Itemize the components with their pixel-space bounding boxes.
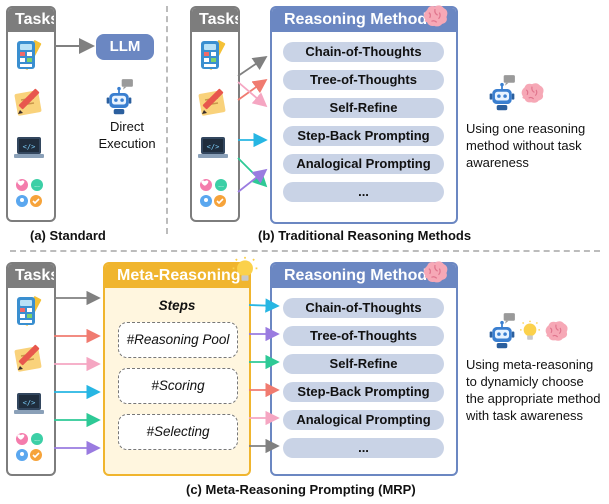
section-divider-vertical [166, 6, 168, 234]
method-self-refine: Self-Refine [283, 354, 444, 374]
panel-c-tasks-title: Tasks [8, 264, 54, 288]
method-analogical-prompting: Analogical Prompting [283, 154, 444, 174]
panel-c-reasoning-box: Reasoning Method Chain-of-Thoughts Tree-… [270, 262, 458, 476]
panel-c-note-line-1: Using meta-reasoning [466, 357, 594, 372]
method-tree-of-thoughts: Tree-of-Thoughts [283, 70, 444, 90]
panel-b-tasks-title: Tasks [192, 8, 238, 32]
panel-c-note-line-4: with task awareness [466, 408, 584, 423]
panel-a-tasks-title: Tasks [8, 8, 54, 32]
panel-c-note-line-2: to dynamicly choose [466, 374, 584, 389]
arrow-c-out-cyan [248, 298, 280, 313]
meta-reasoning-title: Meta-Reasoning [105, 264, 249, 288]
method-more: ... [283, 182, 444, 202]
panel-c-note-line-3: the appropriate method [466, 391, 601, 406]
panel-c-note: Using meta-reasoning to dynamicly choose… [466, 356, 606, 424]
method-step-back-prompting: Step-Back Prompting [283, 126, 444, 146]
method-self-refine: Self-Refine [283, 98, 444, 118]
panel-b-reasoning-box: Reasoning Method Chain-of-Thoughts Tree-… [270, 6, 458, 224]
direct-execution-line-1: Direct [110, 119, 144, 134]
panel-a-caption: (a) Standard [30, 228, 106, 243]
step-selecting: #Selecting [118, 414, 238, 450]
section-divider-horizontal [10, 250, 600, 252]
llm-box: LLM [96, 34, 154, 60]
method-more: ... [283, 438, 444, 458]
arrow-b-gray [237, 55, 268, 77]
arrow-b-coral [237, 78, 268, 101]
panel-b-note-line-3: awareness [466, 155, 529, 170]
panel-b-note-line-1: Using one reasoning [466, 121, 586, 136]
method-chain-of-thoughts: Chain-of-Thoughts [283, 298, 444, 318]
panel-c-caption: (c) Meta-Reasoning Prompting (MRP) [186, 482, 416, 497]
step-reasoning-pool: #Reasoning Pool [118, 322, 238, 358]
panel-b-note: Using one reasoning method without task … [466, 120, 602, 171]
method-tree-of-thoughts: Tree-of-Thoughts [283, 326, 444, 346]
method-step-back-prompting: Step-Back Prompting [283, 382, 444, 402]
method-chain-of-thoughts: Chain-of-Thoughts [283, 42, 444, 62]
steps-label: Steps [158, 298, 196, 313]
method-analogical-prompting: Analogical Prompting [283, 410, 444, 430]
direct-execution-line-2: Execution [98, 136, 156, 151]
step-scoring: #Scoring [118, 368, 238, 404]
panel-b-note-line-2: method without task [466, 138, 582, 153]
panel-b-caption: (b) Traditional Reasoning Methods [258, 228, 472, 243]
meta-reasoning-box: Meta-Reasoning Steps #Reasoning Pool #Sc… [103, 262, 251, 476]
arrow-b-pink [237, 81, 268, 108]
direct-execution-label: Direct Execution [92, 118, 162, 152]
arrow-b-purple [237, 168, 268, 193]
